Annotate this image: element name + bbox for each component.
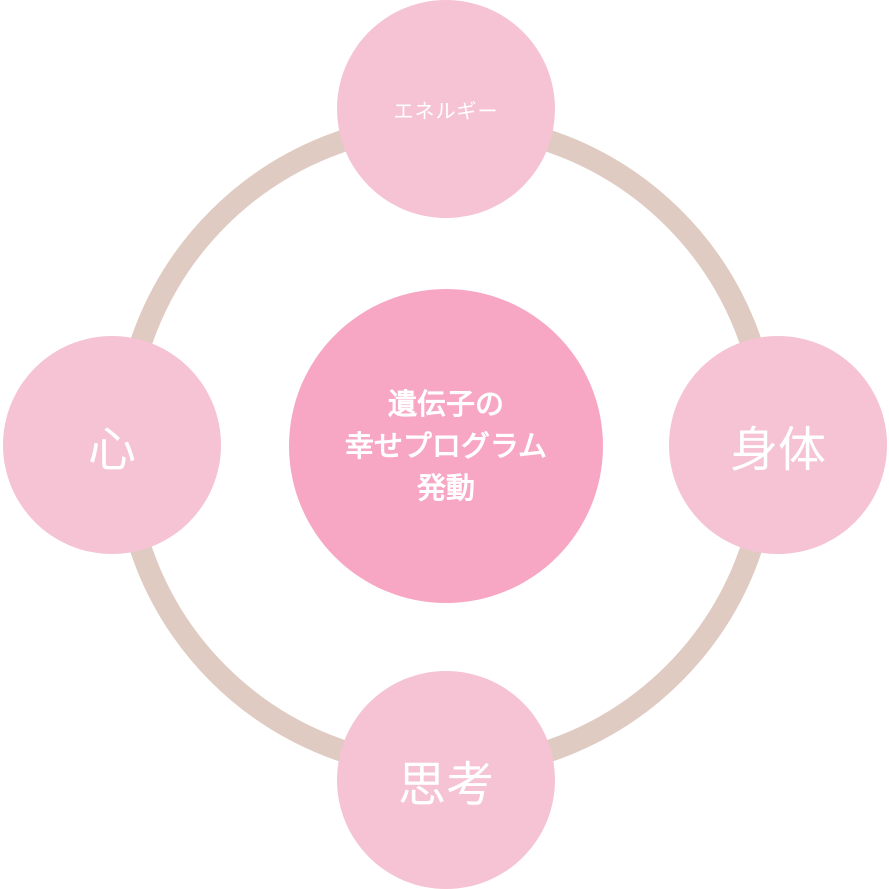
node-thought-label: 思考 [397,757,494,813]
node-energy-label: エネルギー [393,98,499,123]
node-thought: 思考 [337,671,555,889]
node-body-label: 身体 [729,422,826,478]
node-body: 身体 [669,336,887,554]
center-label-line: 幸せプログラム [344,429,548,463]
node-energy: エネルギー [337,0,555,218]
center-label: 遺伝子の 幸せプログラム 発動 [345,383,547,509]
node-heart-label: 心 [87,422,136,478]
node-heart: 心 [3,336,221,554]
center-label-line: 遺伝子の [387,387,504,421]
center-node: 遺伝子の 幸せプログラム 発動 [289,289,603,603]
center-label-line: 発動 [416,471,475,505]
